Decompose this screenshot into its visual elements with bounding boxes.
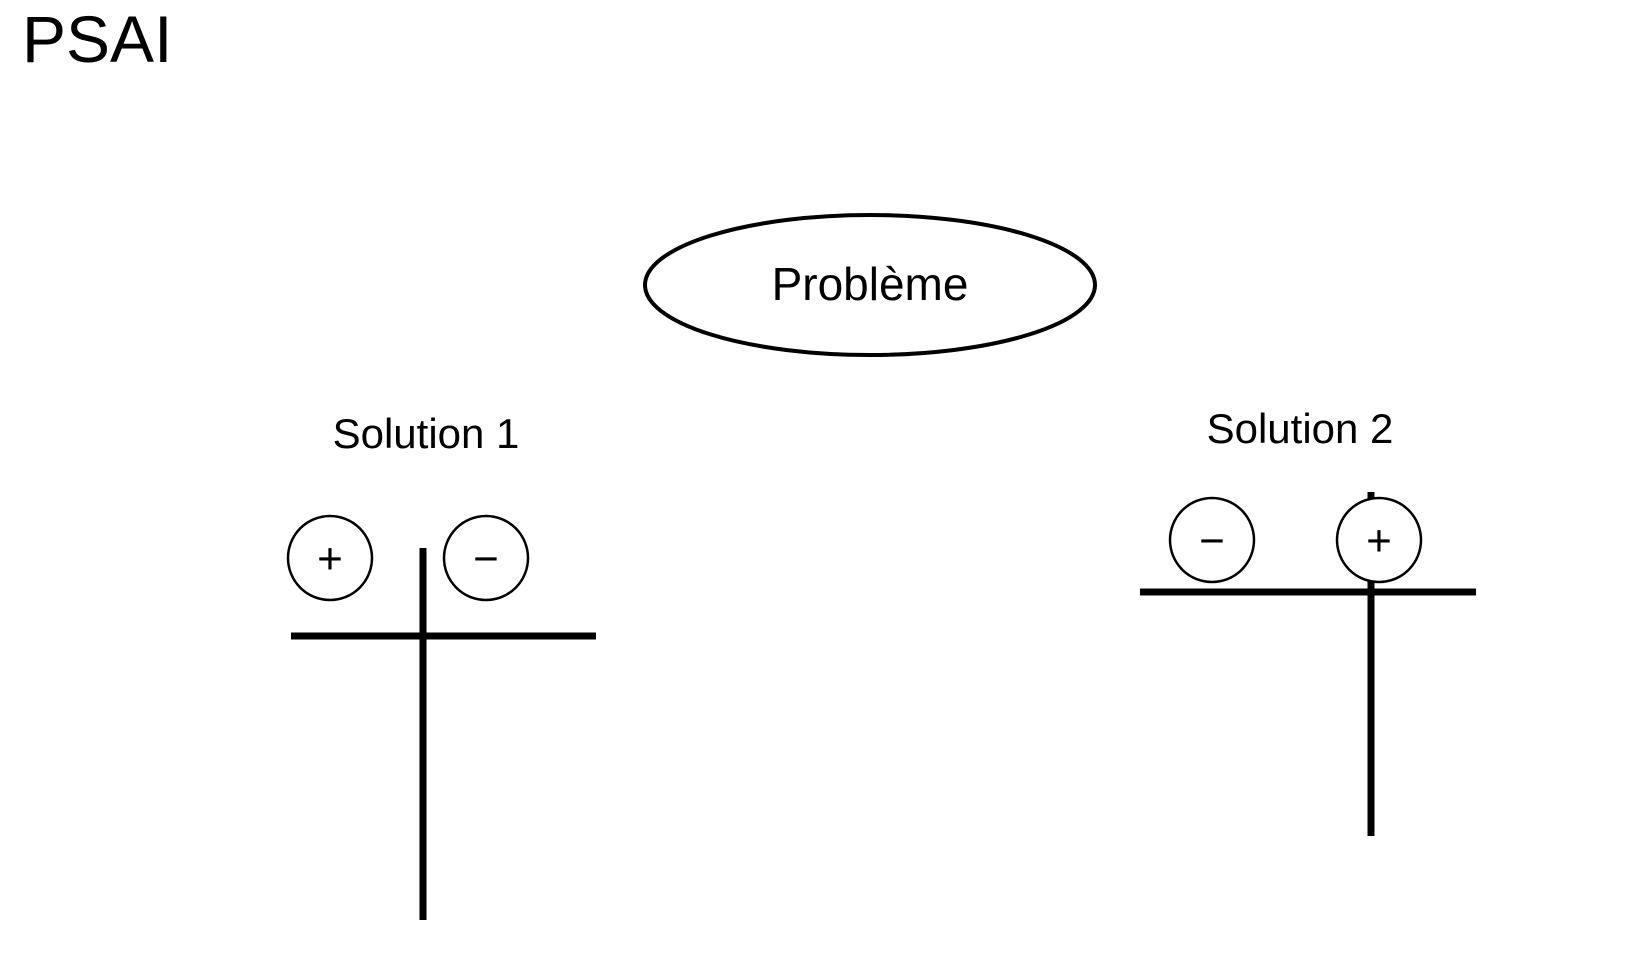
- solution-1-plus-marker[interactable]: +: [286, 514, 374, 602]
- minus-circle-icon: [1168, 496, 1256, 584]
- minus-sign-glyph: −: [473, 535, 499, 584]
- plus-sign-glyph: +: [1366, 517, 1392, 566]
- solution-1-group[interactable]: Solution 1 + −: [286, 410, 596, 920]
- solution-1-label: Solution 1: [333, 410, 520, 457]
- minus-sign-glyph: −: [1199, 517, 1225, 566]
- solution-2-minus-marker[interactable]: −: [1168, 496, 1256, 584]
- solution-2-group[interactable]: Solution 2 − +: [1140, 405, 1476, 836]
- solution-2-plus-marker[interactable]: +: [1335, 496, 1423, 584]
- plus-circle-icon: [1335, 496, 1423, 584]
- page-title: PSAI: [22, 2, 173, 76]
- solution-1-minus-marker[interactable]: −: [442, 514, 530, 602]
- solution-2-label: Solution 2: [1207, 405, 1394, 452]
- problem-label: Problème: [772, 258, 969, 310]
- problem-ellipse-shape: [643, 213, 1097, 357]
- minus-circle-icon: [442, 514, 530, 602]
- plus-circle-icon: [286, 514, 374, 602]
- plus-sign-glyph: +: [317, 535, 343, 584]
- problem-node[interactable]: Problème: [643, 213, 1097, 357]
